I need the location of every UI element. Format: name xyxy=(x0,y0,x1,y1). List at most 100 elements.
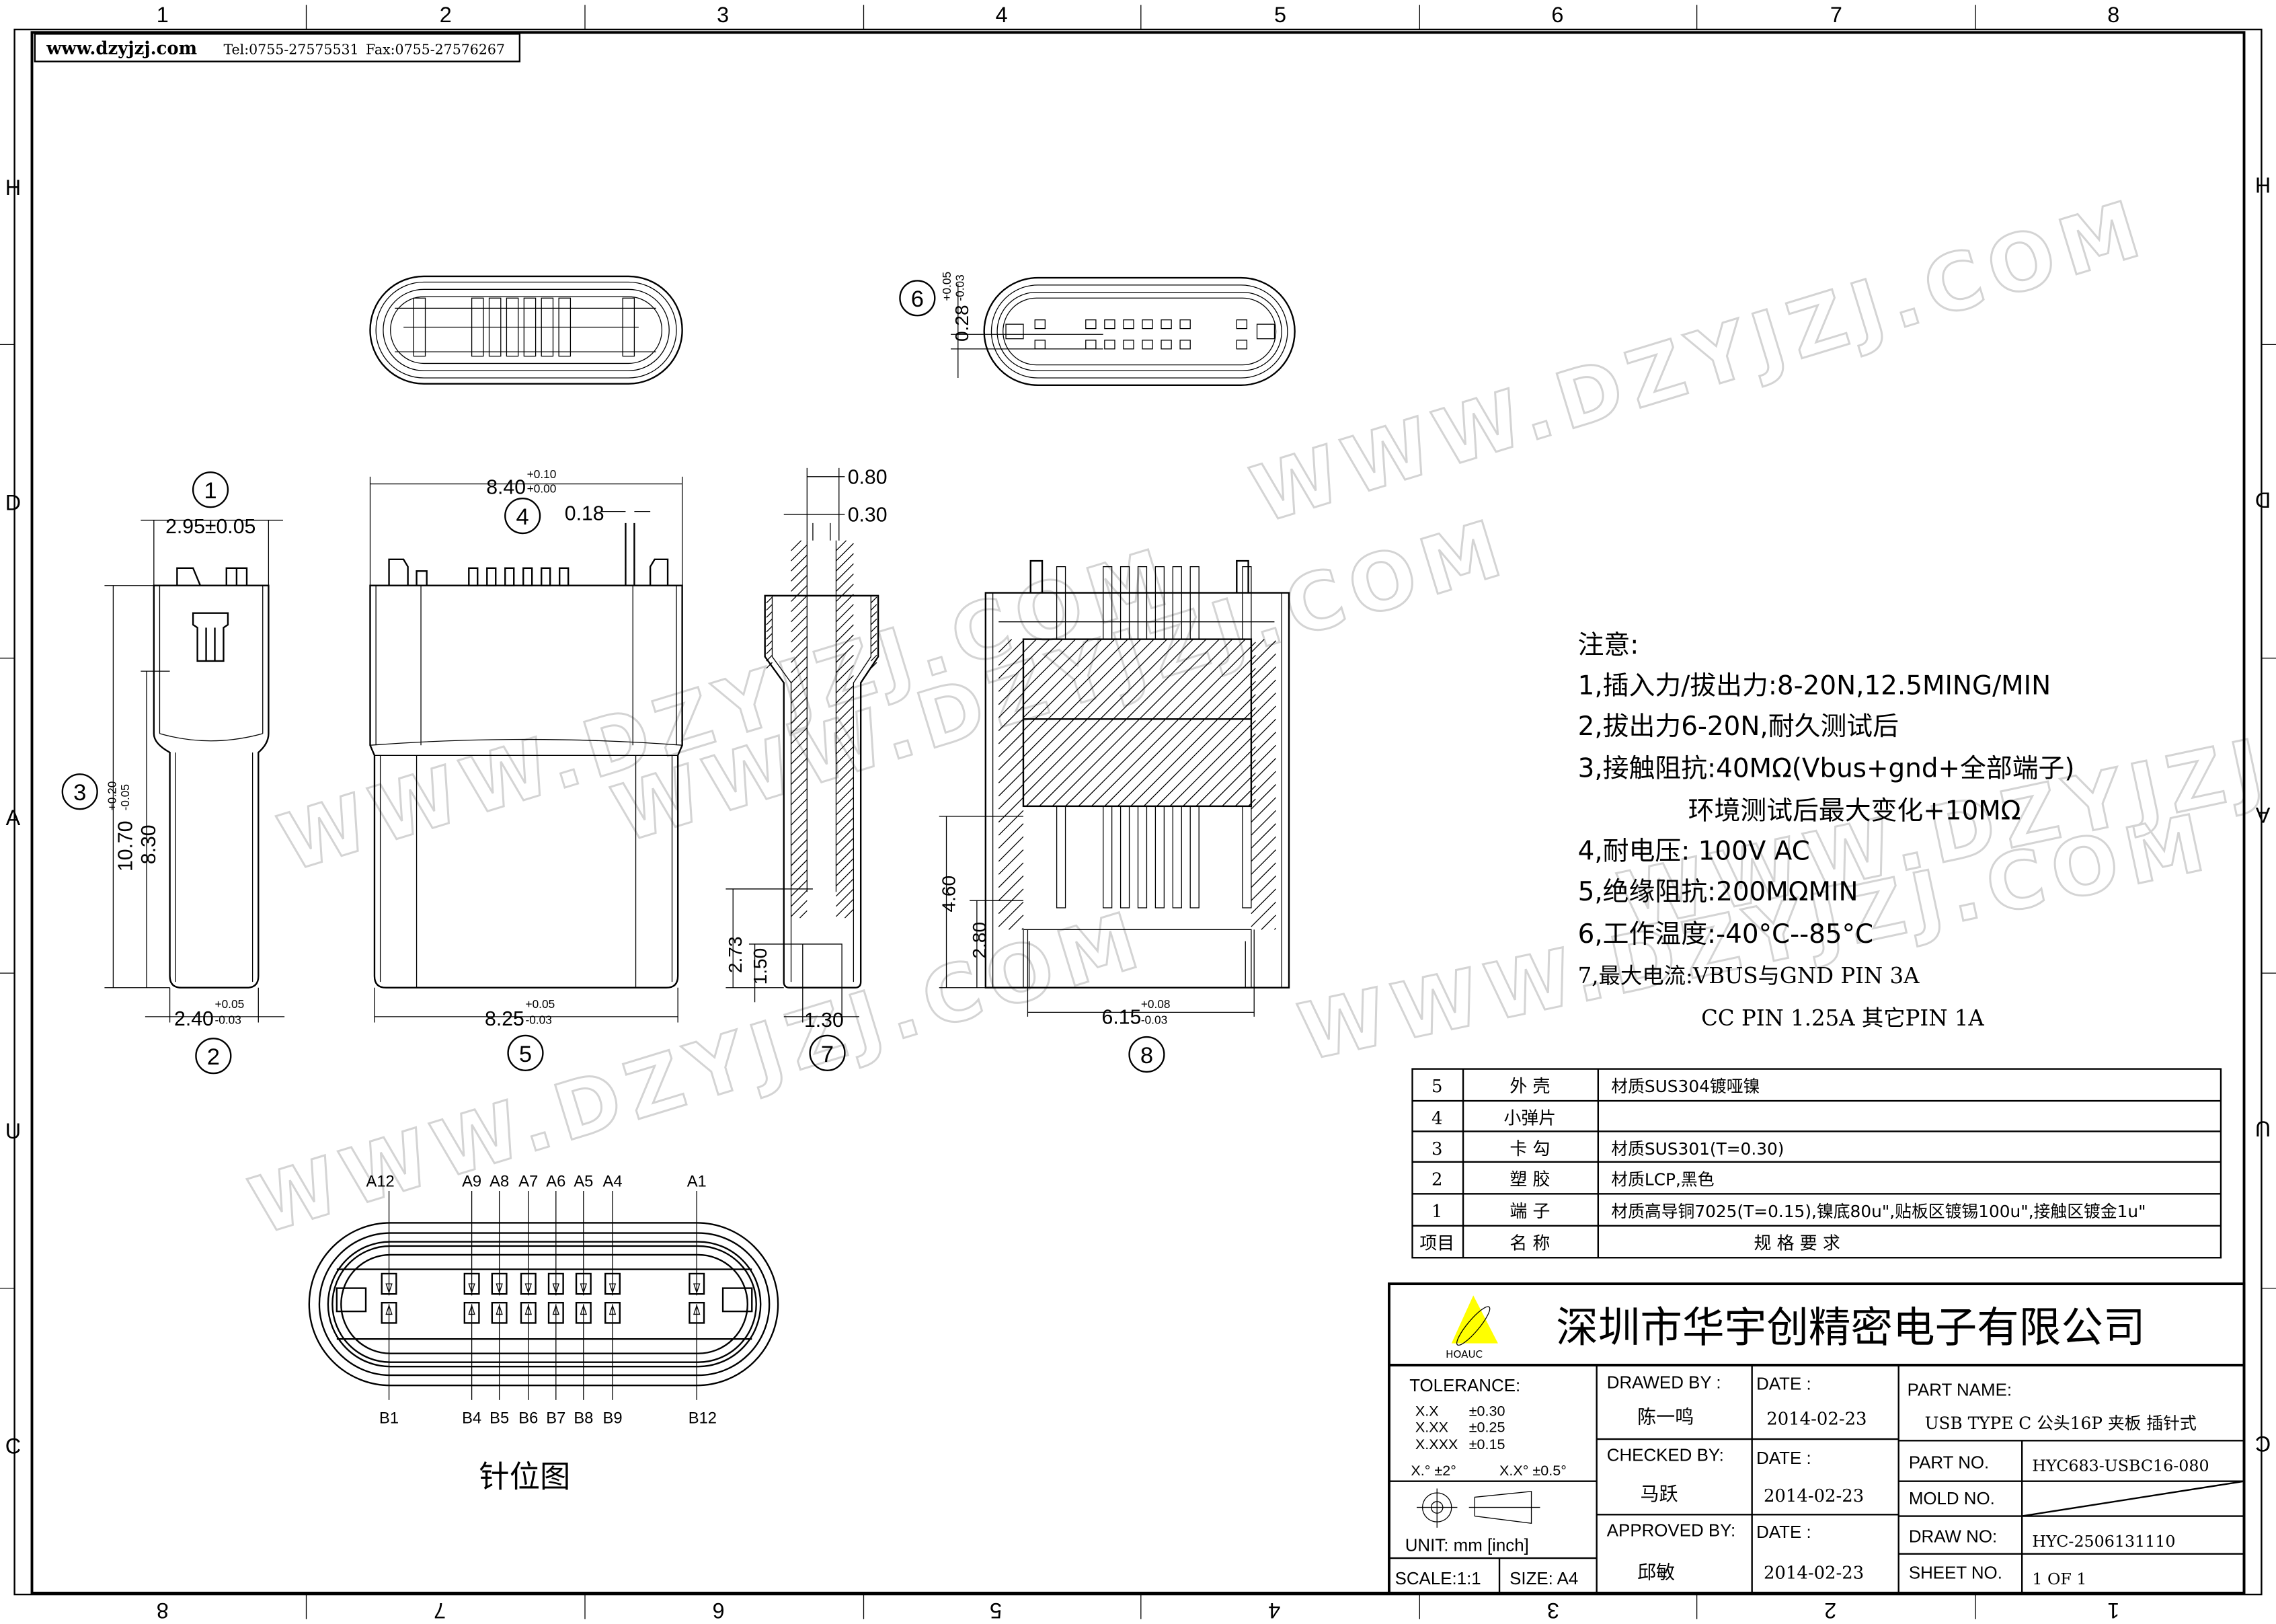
pin-pad-top xyxy=(491,1272,508,1295)
hatch-line xyxy=(998,666,1024,692)
oval-inner xyxy=(390,296,662,364)
hatch-line xyxy=(791,818,808,836)
hatch-line xyxy=(1261,915,1277,930)
dim-2-73: 2.73 xyxy=(725,937,746,974)
logo-text: HOAUC xyxy=(1446,1348,1483,1360)
latch-window xyxy=(1256,323,1276,340)
hatch-line xyxy=(836,594,854,613)
header-tel: Tel:0755-27575531 xyxy=(223,42,358,58)
hatch-line xyxy=(870,618,877,625)
contact-pin-lower xyxy=(1154,806,1165,908)
hatch-line xyxy=(870,625,877,633)
table-cell-item: 3 xyxy=(1431,1139,1442,1159)
hatch-line xyxy=(791,900,808,917)
hatch-line xyxy=(791,727,808,744)
contact-pin-lower xyxy=(1189,806,1200,908)
note-line-6: 6,工作温度:-40°C--85°C xyxy=(1578,919,1874,950)
table-cell-spec: 材质LCP,黑色 xyxy=(1611,1169,1714,1189)
notes: 注意: 1,插入力/拔出力:8-20N,12.5MING/MIN2,拔出力6-2… xyxy=(1578,630,2075,1031)
hatch-line xyxy=(1222,772,1256,807)
latch-window xyxy=(336,1287,367,1313)
hatch-fill xyxy=(998,639,1024,930)
view-callout-circle-v5 xyxy=(507,1034,544,1071)
contact-pin-lower xyxy=(1242,806,1252,908)
view-top: 8.40 +0.10 +0.00 0.18 8.25 +0.05 -0.03 xyxy=(369,467,683,1030)
zone-row-left-4: C xyxy=(5,1434,21,1459)
zone-row-right-0: H xyxy=(2255,173,2271,197)
inner-frame xyxy=(30,31,2246,1594)
tol-val-2: ±0.15 xyxy=(1469,1436,1505,1453)
hatch-line xyxy=(1251,862,1277,888)
contact-pin-lower xyxy=(1056,806,1066,908)
zone-col-bottom-2: 2 xyxy=(1824,1598,1836,1623)
hatch-line xyxy=(766,662,773,669)
view-callout-label-v5: 5 xyxy=(519,1042,532,1067)
hatch-line xyxy=(836,614,854,633)
hatch-line xyxy=(998,876,1024,901)
hatch-line xyxy=(791,839,808,856)
tolerance-label: TOLERANCE: xyxy=(1409,1377,1520,1395)
dim-10-70: 10.70 xyxy=(114,820,136,872)
front-face-view-large xyxy=(369,275,683,385)
outer-frame xyxy=(13,28,2263,1596)
hatch-line xyxy=(791,585,808,602)
unit-label: UNIT: mm [inch] xyxy=(1405,1536,1529,1555)
hatch-line xyxy=(791,697,808,714)
hatch-line xyxy=(1251,640,1277,666)
hatch-line xyxy=(836,878,854,897)
hatch-line xyxy=(836,837,854,856)
table-cell-item: 5 xyxy=(1431,1077,1442,1097)
zone-row-left-3: U xyxy=(5,1119,21,1143)
hatch-line xyxy=(998,679,1024,705)
pin-label-B12: B12 xyxy=(689,1409,717,1427)
hatch-line xyxy=(836,888,854,907)
pin-pad-bottom xyxy=(604,1301,621,1324)
contact-pad xyxy=(1085,340,1097,350)
view-callout-circle-v4 xyxy=(504,498,541,535)
hatch-line xyxy=(836,726,854,744)
dim-0-28-tol-dn: -0.03 xyxy=(953,274,966,301)
hatch-line xyxy=(1021,927,1024,930)
hatch-line xyxy=(836,858,854,876)
table-cell-item: 1 xyxy=(1431,1202,1442,1222)
hatch-line xyxy=(870,640,877,647)
header-fax: Fax:0755-27576267 xyxy=(366,42,505,58)
hatch-line xyxy=(1143,694,1256,807)
hatch-line xyxy=(1023,639,1063,679)
dim-2-40-tol-up: +0.05 xyxy=(215,997,245,1011)
hatch-line xyxy=(836,848,854,866)
hatch-line xyxy=(766,618,773,625)
pin-label-A7: A7 xyxy=(518,1173,538,1190)
hatch-line xyxy=(766,596,773,604)
pin-arrow xyxy=(468,1283,475,1315)
date-label-approved: DATE : xyxy=(1756,1523,1811,1542)
hatch-line xyxy=(791,778,808,796)
zone-col-top-6: 6 xyxy=(1551,3,1563,27)
hatch-line xyxy=(791,758,808,775)
contact-pin xyxy=(522,567,533,586)
hatch-line xyxy=(791,798,808,816)
table-header-name: 名 称 xyxy=(1509,1233,1550,1253)
hatch-line xyxy=(836,573,854,592)
view-callout-label-v3: 3 xyxy=(73,780,86,806)
hatch-line xyxy=(1023,639,1142,757)
pin-pad-top xyxy=(689,1272,705,1295)
oval-layer xyxy=(383,288,670,371)
note-line-8: CC PIN 1.25A 其它PIN 1A xyxy=(1701,1005,1984,1031)
zone-col-bottom-5: 5 xyxy=(990,1598,1002,1623)
table-cell-name: 端 子 xyxy=(1509,1202,1550,1222)
header-website: www.dzyjzj.com xyxy=(46,39,197,59)
hatch-line xyxy=(1251,823,1277,849)
hatch-line xyxy=(791,849,808,866)
hatch-line xyxy=(870,662,877,669)
zone-row-right-2: A xyxy=(2255,803,2270,827)
hatch-line xyxy=(836,675,854,693)
pin-label-A12: A12 xyxy=(366,1173,394,1190)
dim-0-18: 0.18 xyxy=(565,503,604,525)
contact-pin xyxy=(504,567,515,586)
dim-2-40: 2.40 xyxy=(174,1008,214,1030)
contact-pad xyxy=(1034,319,1046,330)
hatch-line xyxy=(836,767,854,785)
hatch-line xyxy=(1156,707,1256,807)
hatch-line xyxy=(1208,759,1256,807)
